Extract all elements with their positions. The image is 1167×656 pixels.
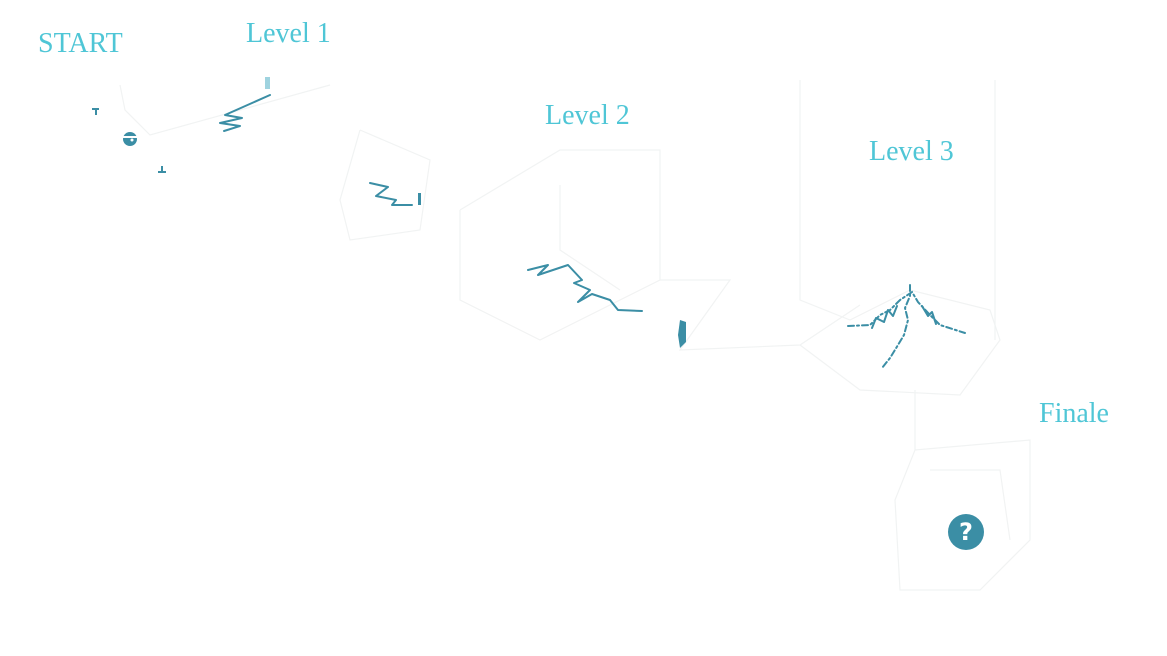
level3-label[interactable]: Level 3 xyxy=(869,136,954,167)
finale-label[interactable]: Finale xyxy=(1039,398,1109,429)
ghost-structures xyxy=(119,80,1031,591)
level3-zigzag xyxy=(871,305,898,329)
start-marker-stem xyxy=(95,108,97,115)
level3-zigzag-right xyxy=(921,305,937,325)
question-icon[interactable]: ? xyxy=(948,514,984,550)
level1-gate xyxy=(418,193,421,205)
level2-path xyxy=(527,264,686,348)
ghost-level2-floor xyxy=(660,279,861,351)
level1-zigzag xyxy=(219,94,271,132)
level1-flag xyxy=(265,77,270,89)
level2-label[interactable]: Level 2 xyxy=(545,100,630,131)
ghost-start-area xyxy=(119,84,331,136)
level1-path xyxy=(219,77,421,206)
ghost-level3-block xyxy=(799,80,1001,396)
ghost-level2-inner xyxy=(559,185,621,291)
level1-stairs xyxy=(369,182,413,206)
level3-spine xyxy=(881,284,911,369)
start-area xyxy=(92,108,166,173)
level2-zigzag xyxy=(527,264,643,312)
ghost-finale-inner xyxy=(930,469,1011,541)
player-icon[interactable] xyxy=(123,132,137,146)
ghost-finale-block xyxy=(894,390,1031,591)
level2-gate xyxy=(678,320,686,348)
level3-path xyxy=(847,284,966,369)
start-marker-stem xyxy=(161,166,163,173)
start-label[interactable]: START xyxy=(38,28,123,59)
level1-label[interactable]: Level 1 xyxy=(246,18,331,49)
ghost-level1-block xyxy=(339,129,431,241)
